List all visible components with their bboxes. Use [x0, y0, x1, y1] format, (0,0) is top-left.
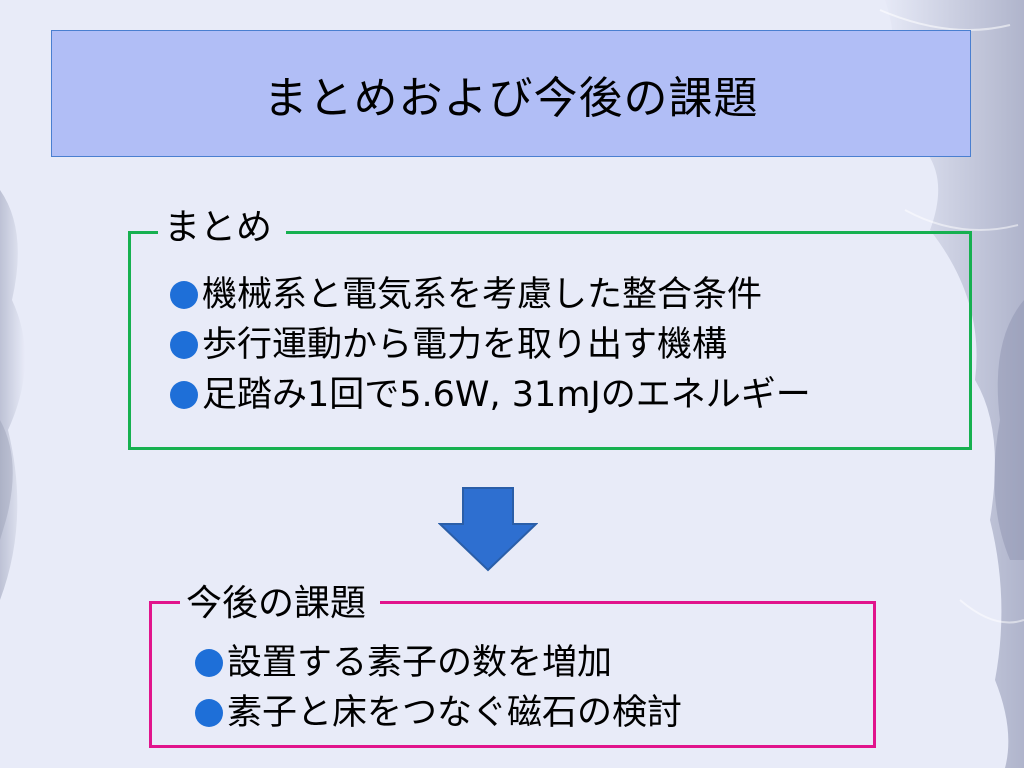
summary-list: 機械系と電気系を考慮した整合条件 歩行運動から電力を取り出す機構 足踏み1回で5…: [170, 270, 811, 420]
list-item: 機械系と電気系を考慮した整合条件: [170, 270, 811, 320]
summary-frame: [128, 231, 972, 450]
future-tasks-frame: [149, 601, 876, 748]
future-task-text: 設置する素子の数を増加: [227, 643, 613, 683]
summary-heading: まとめ: [158, 208, 287, 248]
bullet-icon: [195, 649, 223, 677]
summary-item-text: 足踏み1回で5.6W, 31mJのエネルギー: [202, 375, 811, 415]
summary-item-text: 機械系と電気系を考慮した整合条件: [202, 275, 763, 315]
bullet-icon: [170, 381, 198, 409]
list-item: 歩行運動から電力を取り出す機構: [170, 320, 811, 370]
bullet-icon: [170, 281, 198, 309]
future-tasks-heading: 今後の課題: [180, 584, 381, 624]
title-banner: まとめおよび今後の課題: [51, 30, 971, 157]
future-tasks-list: 設置する素子の数を増加 素子と床をつなぐ磁石の検討: [195, 638, 682, 738]
bullet-icon: [170, 331, 198, 359]
list-item: 設置する素子の数を増加: [195, 638, 682, 688]
future-task-text: 素子と床をつなぐ磁石の検討: [227, 693, 683, 733]
bullet-icon: [195, 699, 223, 727]
list-item: 足踏み1回で5.6W, 31mJのエネルギー: [170, 370, 811, 420]
down-arrow-icon: [438, 487, 538, 572]
summary-item-text: 歩行運動から電力を取り出す機構: [202, 325, 728, 365]
list-item: 素子と床をつなぐ磁石の検討: [195, 688, 682, 738]
slide-title: まとめおよび今後の課題: [263, 72, 759, 124]
